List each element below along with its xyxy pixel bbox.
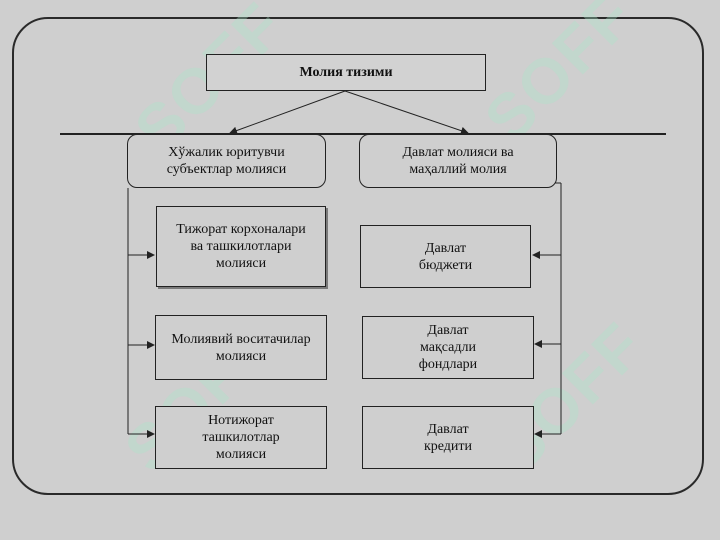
right-item-budget: Давлат бюджети <box>360 225 531 288</box>
branch-right-box: Давлат молияси ва маҳаллий молия <box>359 134 557 188</box>
left-item-intermediaries: Молиявий воситачилар молияси <box>155 315 327 380</box>
left-item-nonprofit: Нотижорат ташкилотлар молияси <box>155 406 327 469</box>
branch-left-box: Хўжалик юритувчи субъектлар молияси <box>127 134 326 188</box>
diagram-title-box: Молия тизими <box>206 54 486 91</box>
right-item-credit: Давлат кредити <box>362 406 534 469</box>
slide-frame <box>12 17 704 495</box>
arrow-to-left-branch <box>229 90 346 135</box>
right-item-funds: Давлат мақсадли фондлари <box>362 316 534 379</box>
left-item-commercial: Тижорат корхоналари ва ташкилотлари моли… <box>156 206 326 287</box>
arrow-to-right-branch <box>344 90 469 135</box>
